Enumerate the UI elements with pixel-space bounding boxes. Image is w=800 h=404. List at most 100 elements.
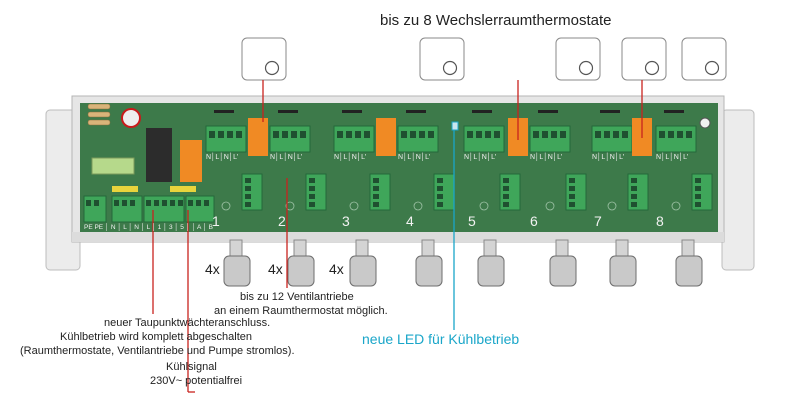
diode <box>342 110 362 113</box>
zone-label: 2 <box>278 213 286 229</box>
right-mounting-bracket <box>721 109 755 271</box>
terminal-screw <box>419 131 425 138</box>
multiplier-label: 4x <box>205 261 220 277</box>
terminal-screw <box>437 186 443 191</box>
terminal-screw <box>569 178 575 183</box>
left-terminal <box>111 195 143 223</box>
zone-label: 7 <box>594 213 602 229</box>
actuator-row <box>223 239 703 287</box>
cooling-signal-note-line1: Kühlsignal <box>166 361 217 373</box>
terminal-screw <box>236 131 242 138</box>
terminal-screw <box>373 178 379 183</box>
terminal-screw <box>209 131 215 138</box>
terminal-screw <box>86 200 91 206</box>
zone-terminal-block <box>269 125 311 153</box>
room-thermostat <box>621 37 667 81</box>
diagram-title: bis zu 8 Wechslerraumthermostate <box>380 12 612 29</box>
diode <box>406 110 426 113</box>
terminal-screw <box>503 186 509 191</box>
thermostat-dial <box>442 60 458 76</box>
terminal-screw <box>291 131 297 138</box>
room-thermostat <box>681 37 727 81</box>
actuator-cable <box>483 239 497 257</box>
terminal-screw <box>162 200 167 206</box>
diode <box>214 110 234 113</box>
cooling-led <box>451 121 459 131</box>
thermostat-dial <box>264 60 280 76</box>
resistor <box>87 111 111 118</box>
terminal-screw <box>631 202 637 207</box>
zone-terminal-block <box>333 125 375 153</box>
terminal-screw <box>401 131 407 138</box>
diode <box>664 110 684 113</box>
terminal-marking: N│L│N│L' <box>206 154 239 161</box>
fuse-holder <box>91 157 135 175</box>
housing-bottom-rail <box>72 232 724 242</box>
valve-actuator <box>223 255 251 287</box>
terminal-screw <box>245 202 251 207</box>
terminal-screw <box>410 131 416 138</box>
terminal-marking: N│L│N│L' <box>464 154 497 161</box>
terminal-screw <box>551 131 557 138</box>
multiplier-label: 4x <box>329 261 344 277</box>
terminal-screw <box>170 200 175 206</box>
zone-label: 6 <box>530 213 538 229</box>
terminal-screw <box>146 200 151 206</box>
left-terminal-marking: PE PE │ N │ L │ N │ L │ 1 │ 3 │ 5 │ │ A … <box>84 224 214 231</box>
terminal-screw <box>503 178 509 183</box>
left-terminal-block <box>83 195 215 223</box>
dewpoint-note-line3: (Raumthermostate, Ventilantriebe und Pum… <box>20 345 295 357</box>
resistor-array <box>87 103 111 126</box>
zone-label: 3 <box>342 213 350 229</box>
terminal-screw <box>533 131 539 138</box>
mounting-hole <box>413 201 423 211</box>
terminal-screw <box>373 186 379 191</box>
terminal-screw <box>677 131 683 138</box>
cooling-signal-note-line2: 230V~ potentialfrei <box>150 375 243 387</box>
actuator-cable <box>229 239 243 257</box>
thermostat-dial <box>644 60 660 76</box>
mounting-hole <box>349 201 359 211</box>
terminal-screw <box>154 200 159 206</box>
terminal-screw <box>245 186 251 191</box>
diode <box>600 110 620 113</box>
mounting-hole <box>607 201 617 211</box>
zone-terminal-block <box>463 125 505 153</box>
zone-label: 8 <box>656 213 664 229</box>
terminal-screw <box>273 131 279 138</box>
terminal-screw <box>114 200 119 206</box>
terminal-screw <box>130 200 135 206</box>
zone-label: 5 <box>468 213 476 229</box>
mounting-hole <box>221 201 231 211</box>
terminal-screw <box>622 131 628 138</box>
terminal-screw <box>94 200 99 206</box>
terminal-screw <box>309 178 315 183</box>
terminal-screw <box>122 200 127 206</box>
terminal-screw <box>631 186 637 191</box>
terminal-screw <box>437 178 443 183</box>
room-thermostat <box>241 37 287 81</box>
left-terminal <box>185 195 215 223</box>
yellow-component <box>170 186 196 192</box>
terminal-screw <box>494 131 500 138</box>
terminal-screw <box>467 131 473 138</box>
valve-actuator <box>609 255 637 287</box>
zone-terminal-block <box>655 125 697 153</box>
terminal-screw <box>695 194 701 199</box>
actuator-cable <box>615 239 629 257</box>
terminal-screw <box>686 131 692 138</box>
terminal-screw <box>542 131 548 138</box>
dewpoint-note-line2: Kühlbetrieb wird komplett abgeschalten <box>60 331 253 343</box>
actuator-cable <box>681 239 695 257</box>
zone-modules <box>205 110 713 211</box>
thermostat-dial <box>578 60 594 76</box>
terminal-marking: N│L│N│L' <box>398 154 431 161</box>
terminal-screw <box>476 131 482 138</box>
terminal-screw <box>428 131 434 138</box>
terminal-screw <box>569 186 575 191</box>
zone-terminal-block <box>397 125 439 153</box>
terminal-screw <box>569 194 575 199</box>
terminal-screw <box>695 178 701 183</box>
